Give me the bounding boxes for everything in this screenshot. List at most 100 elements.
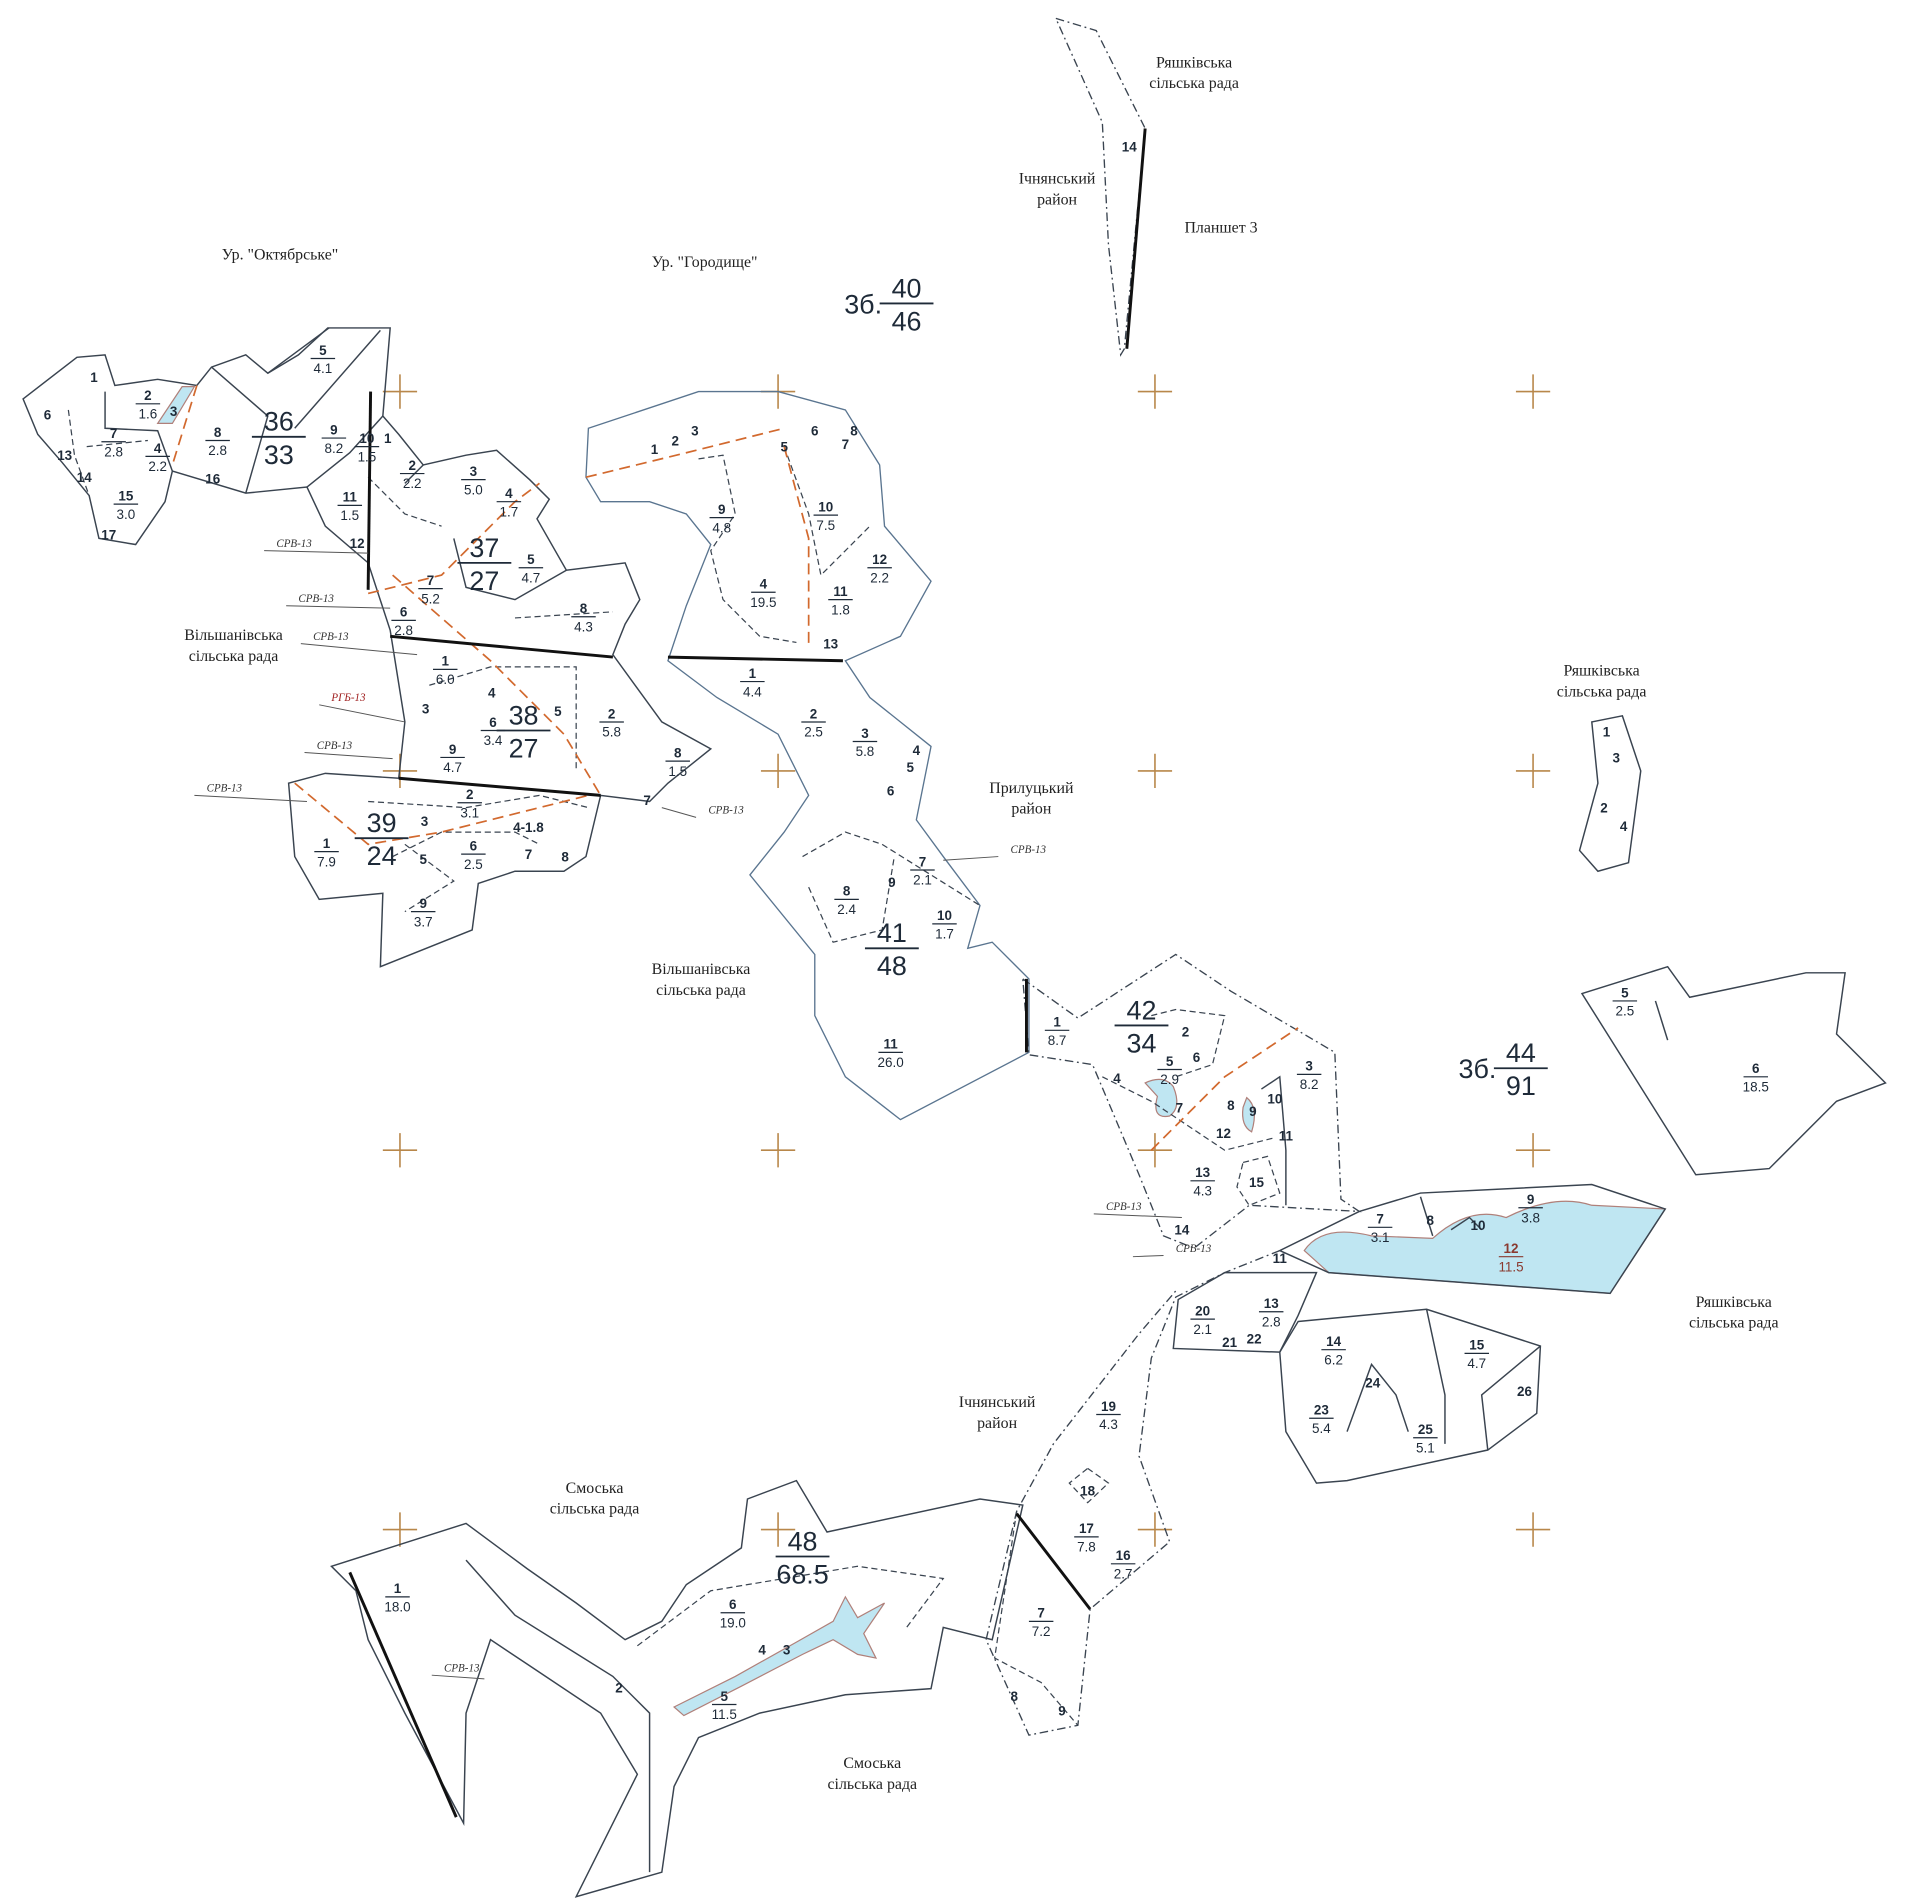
place-name: Ряшківська <box>1696 1294 1772 1311</box>
subcompartment-number: 7 <box>427 573 434 588</box>
subcompartment-number: 2 <box>408 458 415 473</box>
subcompartment-label: 62.8 <box>391 605 416 638</box>
subcompartment-area: 1.5 <box>340 508 359 523</box>
subcompartment-number: 14 <box>77 470 92 485</box>
place-name: район <box>1011 801 1051 818</box>
subcompartment-label: 3 <box>421 814 428 829</box>
subcompartment-number: 16 <box>205 471 220 486</box>
subcompartment-label: 18 <box>1080 1483 1095 1498</box>
subcompartment-number: 1 <box>323 836 331 851</box>
subcompartment-label: 202.1 <box>1190 1303 1215 1337</box>
red-boundaries <box>171 385 1299 1151</box>
subcompartment-label: 73.1 <box>1367 1212 1393 1245</box>
subcompartment-number: 3 <box>861 726 868 741</box>
place-name: сільська рада <box>1557 683 1647 700</box>
leader-annotation: СРВ-13 <box>300 631 418 656</box>
subcompartment-area: 5.1 <box>1416 1440 1435 1455</box>
place-name: Смоська <box>566 1480 624 1497</box>
subcompartment-label: 101.7 <box>932 908 957 942</box>
subcompartment-area: 3.0 <box>117 507 136 522</box>
subcompartment-number: 13 <box>823 637 838 652</box>
subcompartment-number: 22 <box>1247 1332 1262 1347</box>
subcompartment-number: 8 <box>580 601 588 616</box>
subcompartment-number: 14 <box>1174 1223 1189 1238</box>
subcompartment-area: 3.4 <box>484 733 503 748</box>
leader-annotation: СРВ-13 <box>661 805 744 818</box>
subcompartment-label: 146.2 <box>1321 1334 1346 1367</box>
subcompartment-area: 7.9 <box>317 854 336 869</box>
subcompartment-label: 5 <box>906 760 914 775</box>
grid-cross <box>1515 1133 1551 1168</box>
annotation-text: СРВ-13 <box>1176 1243 1212 1255</box>
subcompartment-label: 4 <box>758 1642 766 1657</box>
subcompartment-area: 2.5 <box>804 725 823 740</box>
subcompartment-label: 6 <box>811 424 818 439</box>
annotation-text: СРВ-13 <box>444 1663 480 1675</box>
subcompartment-area: 5.0 <box>464 482 483 497</box>
leader-line <box>286 605 391 609</box>
subcompartment-label: 62.5 <box>461 838 486 872</box>
subcompartment-number: 9 <box>1527 1192 1534 1207</box>
subcompartment-number: 9 <box>1058 1704 1065 1719</box>
subcompartment-label: 38.2 <box>1296 1059 1322 1092</box>
subcompartment-label: 255.1 <box>1413 1422 1438 1455</box>
leader-annotation: СРВ-13 <box>1093 1201 1182 1219</box>
grid-cross <box>382 1512 418 1547</box>
subcompartment-number: 1 <box>1053 1015 1061 1030</box>
subcompartment-label: 21 <box>1222 1335 1237 1350</box>
subcompartment-number: 5 <box>906 760 914 775</box>
thick-boundaries <box>348 128 1147 1818</box>
leader-line <box>304 752 393 760</box>
subcompartment-label: 11 <box>1279 1128 1294 1143</box>
subcompartment-number: 4 <box>488 685 496 700</box>
subcompartment-number: 6 <box>489 715 496 730</box>
subcompartment-number: 10 <box>937 908 952 923</box>
subcompartment-label: 111.8 <box>828 584 853 617</box>
subcompartment-number: 3 <box>1613 750 1620 765</box>
subcompartment-label: 77.2 <box>1028 1606 1054 1639</box>
subcompartment-area: 4.1 <box>314 361 333 376</box>
subcompartment-label: 12 <box>350 536 365 551</box>
quarter-prefix: 3б. <box>1458 1054 1496 1084</box>
subcompartment-number: 11 <box>343 490 358 505</box>
subcompartment-number: 4 <box>1620 819 1628 834</box>
subcompartment-label: 94.8 <box>709 502 735 535</box>
subcompartment-number: 24 <box>1365 1376 1380 1391</box>
subcompartment-label: 11 <box>1273 1251 1288 1266</box>
subcompartment-label: 3 <box>1613 750 1620 765</box>
subcompartment-area: 19.5 <box>750 595 776 610</box>
quarter-area: 34 <box>1127 1028 1157 1058</box>
subcompartment-number: 8 <box>561 849 569 864</box>
lake-12 <box>1303 1200 1667 1295</box>
subcompartment-label: 41.7 <box>496 486 522 519</box>
subcompartment-number: 8 <box>1427 1213 1435 1228</box>
subcompartment-number: 9 <box>330 422 337 437</box>
subcompartment-area: 3.8 <box>1521 1210 1540 1225</box>
quarter-area: 48 <box>877 951 907 981</box>
subcompartment-area: 2.1 <box>1193 1322 1212 1337</box>
annotation-text: СРВ-13 <box>276 538 312 550</box>
subcompartment-area: 5.2 <box>421 591 440 606</box>
subcompartment-number: 2 <box>1600 801 1607 816</box>
quarter-number: 40 <box>892 273 922 303</box>
subcompartment-area: 1.7 <box>935 927 954 942</box>
subcompartment-label: 14.4 <box>740 666 765 699</box>
quarter-area: 24 <box>367 841 397 871</box>
subcompartment-number: 3 <box>783 1642 790 1657</box>
quarter-number: 44 <box>1506 1038 1536 1068</box>
grid-cross <box>1137 374 1173 409</box>
grid-cross <box>1515 374 1551 409</box>
subcompartment-area: 18.5 <box>1743 1079 1769 1094</box>
annotation-text: СРВ-13 <box>1011 844 1047 856</box>
subcompartment-label: 16 <box>205 471 220 486</box>
subcompartment-number: 7 <box>1037 1606 1044 1621</box>
subcompartment-area: 26.0 <box>878 1055 904 1070</box>
subcompartment-number: 4 <box>505 486 513 501</box>
subcompartment-number: 14 <box>1122 140 1137 155</box>
subcompartment-number: 15 <box>1469 1338 1484 1353</box>
